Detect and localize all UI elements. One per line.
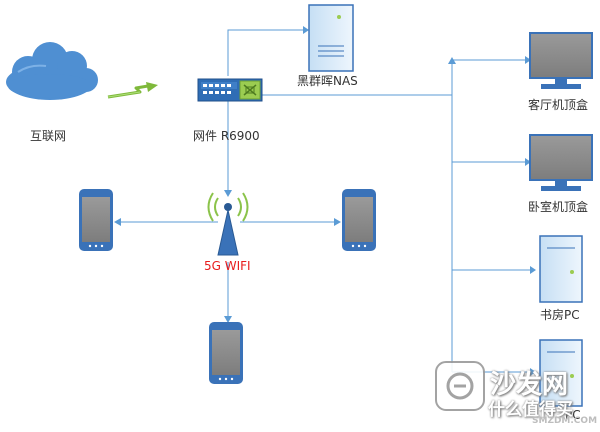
label-internet: 互联网 xyxy=(30,129,67,143)
arrow-living-room xyxy=(525,56,531,64)
watermark-url: SMZDM.COM xyxy=(532,416,598,426)
label-wifi: 5G WIFI xyxy=(204,259,251,273)
arrow-right-phone xyxy=(334,218,341,226)
monitor-icon-bedroom xyxy=(529,134,593,191)
smartphone-icon-left xyxy=(79,189,113,251)
arrow-other-pc xyxy=(530,368,536,376)
label-nas: 黑群晖NAS xyxy=(297,74,358,88)
arrowheads xyxy=(114,26,536,376)
arrow-trunk-up xyxy=(448,57,456,64)
cloud-icon xyxy=(6,42,98,100)
arrow-wifi-down xyxy=(224,190,232,197)
watermark-line1: 沙发网 xyxy=(490,370,569,400)
nas-server-icon xyxy=(308,4,354,72)
link-router-nas xyxy=(227,29,303,76)
label-bedroom-stb: 卧室机顶盒 xyxy=(528,200,589,214)
label-study-pc: 书房PC xyxy=(540,308,580,322)
monitor-icon-living-room xyxy=(529,32,593,89)
internet-link-zigzag-icon xyxy=(107,84,149,99)
connections xyxy=(120,29,530,373)
tower-pc-icon-study xyxy=(539,235,583,303)
arrow-bottom-phone xyxy=(224,316,232,323)
arrow-study xyxy=(530,266,536,274)
label-living-room-stb: 客厅机顶盒 xyxy=(528,98,589,112)
wifi-antenna-icon xyxy=(207,192,249,256)
smartphone-icon-right xyxy=(342,189,376,251)
arrow-bedroom xyxy=(525,158,531,166)
arrow-nas xyxy=(303,26,309,34)
watermark-line2: 什么值得买 xyxy=(488,400,573,420)
smartphone-icon-bottom xyxy=(209,322,243,384)
router-icon xyxy=(197,78,263,102)
tower-pc-icon-other xyxy=(539,339,583,407)
watermark-logo-icon xyxy=(435,361,485,411)
label-router: 网件 R6900 xyxy=(193,129,260,143)
arrow-left-phone xyxy=(114,218,121,226)
label-other-pc: PC xyxy=(565,408,581,422)
